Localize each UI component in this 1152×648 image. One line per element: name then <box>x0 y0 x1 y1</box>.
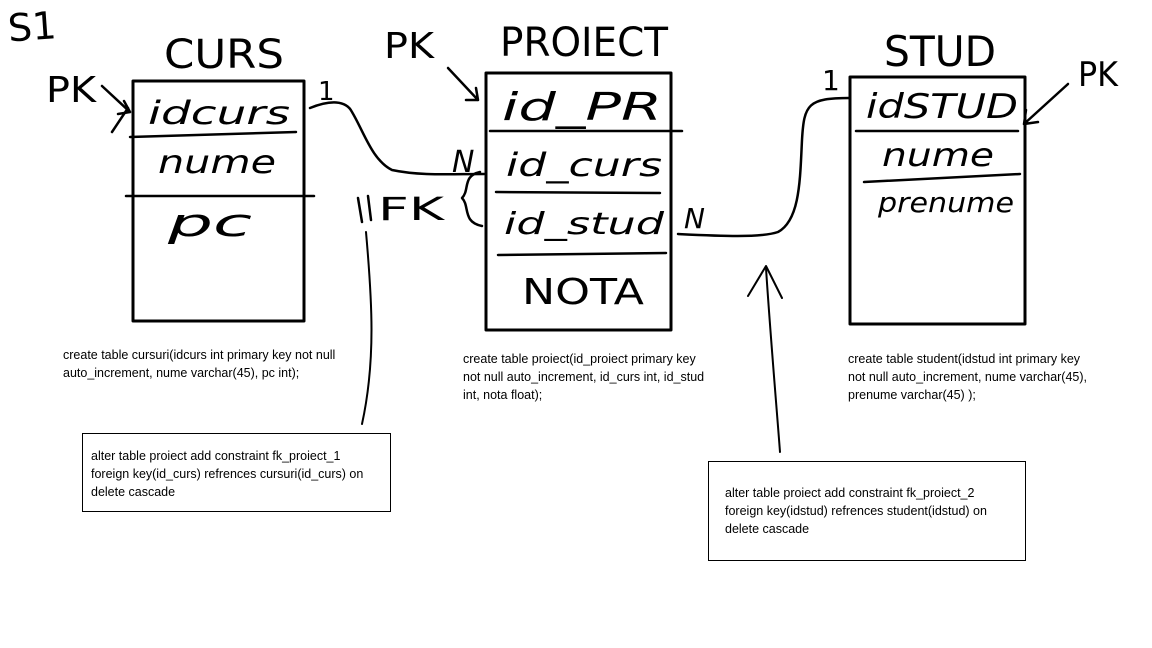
proiect-field-id-curs: id_curs <box>506 146 662 184</box>
fk-label: FK <box>378 190 446 228</box>
sql-alter-fk2: alter table proiect add constraint fk_pr… <box>725 486 987 536</box>
proiect-cardinality-curs-n: N <box>452 145 474 180</box>
curs-table-title: CURS <box>164 32 284 78</box>
stud-table-box <box>848 75 1027 326</box>
proiect-pk-label: PK <box>384 26 436 67</box>
fk1-leader-line <box>361 231 373 425</box>
fk-brace <box>460 170 484 228</box>
curs-field-pc: pc <box>166 201 252 245</box>
curs-pk-label: PK <box>46 70 98 111</box>
fk2-leader-line <box>765 267 781 453</box>
proiect-stud-relationship-line <box>676 96 852 238</box>
sql-create-proiect: create table proiect(id_proiect primary … <box>463 352 705 402</box>
stud-field-nume: nume <box>882 136 994 174</box>
proiect-table-box <box>484 71 673 332</box>
proiect-cardinality-stud-n: N <box>684 202 705 235</box>
curs-field-nume: nume <box>158 143 276 181</box>
sql-create-student: create table student(idstud int primary … <box>848 352 1088 402</box>
curs-table-box <box>131 79 306 323</box>
stud-divider <box>862 172 1022 184</box>
proiect-field-nota: NOTA <box>522 272 644 313</box>
proiect-fk1-underline <box>494 190 662 195</box>
stud-field-idstud: idSTUD <box>866 87 1018 127</box>
stud-pk-arrow <box>1022 82 1070 126</box>
proiect-field-id-stud: id_stud <box>504 207 665 242</box>
stud-cardinality-one: 1 <box>822 64 840 97</box>
fk-tick-marks <box>356 194 373 224</box>
proiect-table-title: PROIECT <box>500 20 669 66</box>
sheet-label: S1 <box>6 3 57 50</box>
curs-pk-underline <box>128 130 298 139</box>
proiect-divider <box>496 251 668 257</box>
stud-field-prenume: prenume <box>877 186 1014 219</box>
sql-alter-fk1: alter table proiect add constraint fk_pr… <box>91 449 364 499</box>
stud-table-title: STUD <box>884 27 996 76</box>
stud-pk-label: PK <box>1078 55 1120 95</box>
sql-create-cursuri: create table cursuri(idcurs int primary … <box>63 348 336 380</box>
sql-alter-fk2-box: alter table proiect add constraint fk_pr… <box>708 461 1026 561</box>
curs-pk-arrow-tail <box>110 106 130 134</box>
curs-cardinality-one: 1 <box>318 77 335 107</box>
curs-field-idcurs: idcurs <box>148 94 290 132</box>
sql-alter-fk1-box: alter table proiect add constraint fk_pr… <box>82 433 391 512</box>
curs-proiect-relationship-line <box>308 101 486 176</box>
proiect-field-id-pr: id_PR <box>502 85 662 129</box>
fk2-arrowhead <box>747 265 783 299</box>
proiect-pk-arrow <box>446 66 480 102</box>
